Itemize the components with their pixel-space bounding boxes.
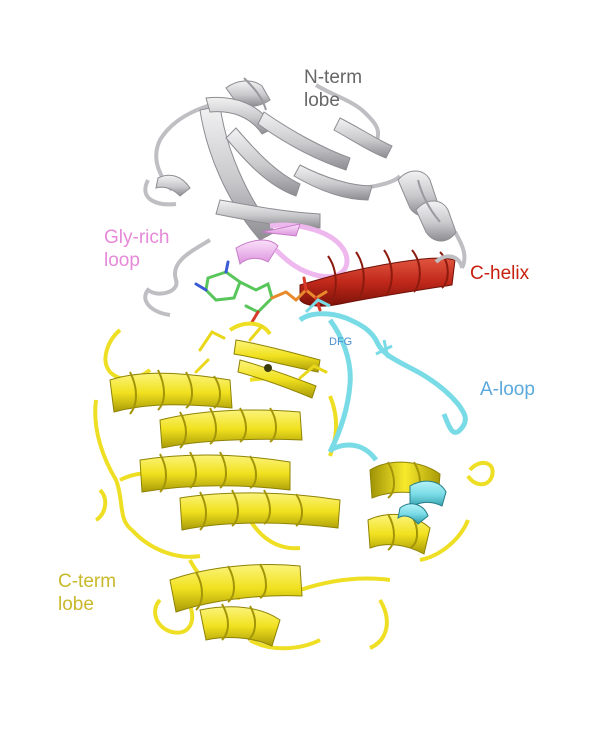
dfg-label-text: DFG [329, 336, 353, 348]
c-helix [299, 249, 464, 307]
c-helix-label-text: C-helix [470, 263, 530, 284]
c-term-label-line2: lobe [58, 594, 94, 615]
n-term-label-line1: N-term [304, 67, 363, 88]
ligand-sticks [194, 260, 328, 324]
hinge-marker [264, 364, 272, 372]
n-term-lobe-label: N-term lobe [304, 66, 362, 112]
n-lobe [143, 77, 467, 317]
gly-rich-label-line2: loop [104, 250, 140, 271]
gly-rich-loop [235, 222, 350, 280]
c-helix-label: C-helix [470, 262, 529, 285]
c-lobe [93, 321, 495, 651]
dfg-label: DFG [329, 336, 352, 349]
activation-loop [298, 298, 468, 525]
n-term-label-line2: lobe [304, 90, 340, 111]
c-term-label-line1: C-term [58, 571, 117, 592]
gly-rich-loop-label: Gly-rich loop [104, 226, 169, 272]
a-loop-label-text: A-loop [480, 379, 535, 400]
gly-rich-label-line1: Gly-rich [104, 227, 170, 248]
a-loop-label: A-loop [480, 378, 535, 401]
c-term-lobe-label: C-term lobe [58, 570, 116, 616]
